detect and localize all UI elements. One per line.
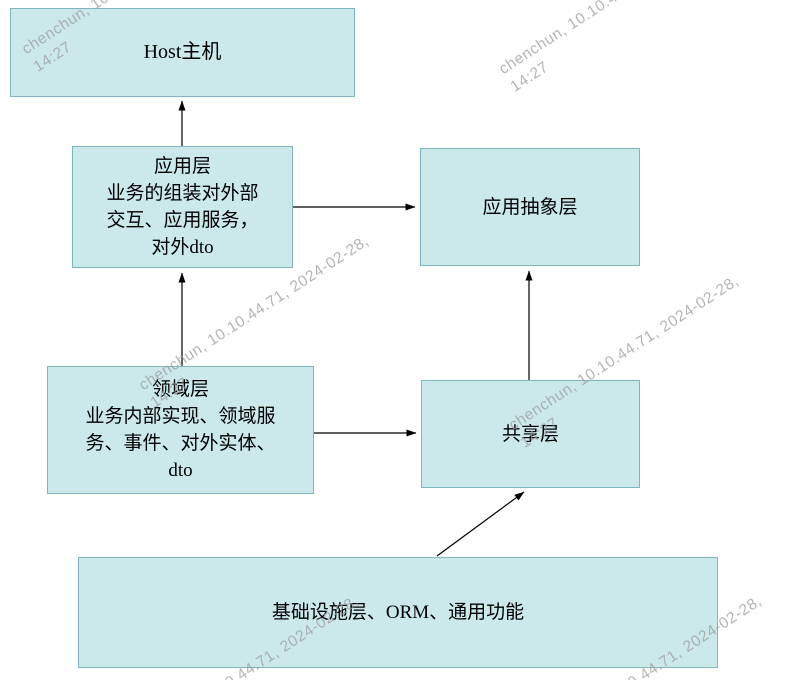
node-application-abstraction-layer: 应用抽象层: [420, 148, 640, 266]
node-domain-layer-label: 领域层 业务内部实现、领域服 务、事件、对外实体、 dto: [85, 379, 276, 481]
node-shared-layer-label: 共享层: [501, 423, 559, 445]
node-application-layer: 应用层 业务的组装对外部 交互、应用服务， 对外dto: [72, 146, 293, 268]
node-application-layer-label: 应用层 业务的组装对外部 交互、应用服务， 对外dto: [106, 156, 259, 258]
watermark: chenchun, 10.10.44.71, 2024-02-28, 14:27: [495, 0, 745, 97]
node-domain-layer: 领域层 业务内部实现、领域服 务、事件、对外实体、 dto: [47, 366, 314, 494]
node-infrastructure-layer-label: 基础设施层、ORM、通用功能: [271, 602, 525, 623]
node-host: Host主机: [10, 8, 355, 97]
node-application-abstraction-layer-label: 应用抽象层: [482, 196, 578, 218]
arrow-infra-to-shared: [436, 491, 525, 557]
node-host-label: Host主机: [143, 41, 222, 63]
node-infrastructure-layer: 基础设施层、ORM、通用功能: [78, 557, 718, 668]
watermark-line2: 14:27: [507, 58, 552, 96]
watermark-line1: chenchun, 10.10.44.71, 2024-02-28,: [495, 0, 733, 80]
node-shared-layer: 共享层: [421, 380, 640, 488]
